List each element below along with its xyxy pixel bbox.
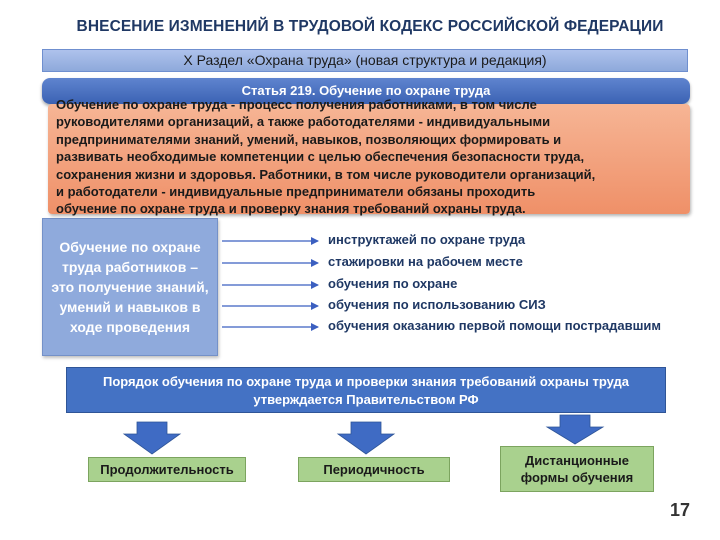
duration-box: Продолжительность — [88, 457, 246, 482]
definition-line: сохранения жизни и здоровья. Работники, … — [56, 166, 596, 182]
down-arrow-1 — [122, 421, 182, 455]
down-arrow-2 — [336, 421, 396, 455]
training-item: стажировки на рабочем месте — [328, 254, 523, 269]
slide-title: ВНЕСЕНИЕ ИЗМЕНЕНИЙ В ТРУДОВОЙ КОДЕКС РОС… — [76, 18, 664, 35]
definition-line: и работодатели - индивидуальные предприн… — [56, 184, 536, 200]
page-number: 17 — [670, 500, 691, 520]
training-item: обучения по использованию СИЗ — [328, 297, 546, 312]
training-item: обучения оказанию первой помощи пострада… — [328, 318, 662, 333]
periodicity-label: Периодичность — [323, 462, 425, 477]
periodicity-box: Периодичность — [298, 457, 450, 482]
definition-line: руководителями организаций, а также рабо… — [56, 114, 551, 130]
section-header: X Раздел «Охрана труда» (новая структура… — [42, 49, 688, 72]
duration-label: Продолжительность — [100, 462, 234, 477]
remote-training-box: Дистанционные формы обучения — [500, 446, 654, 492]
remote-training-label-2: формы обучения — [520, 470, 634, 485]
article-header: Статья 219. Обучение по охране труда — [42, 78, 690, 104]
procedure-line: Порядок обучения по охране труда и прове… — [102, 374, 630, 389]
definition-line: предпринимателями знаний, умений, навыко… — [56, 131, 562, 147]
training-definition-box: Обучение по охране труда работников – эт… — [42, 218, 218, 356]
training-item: инструктажей по охране труда — [328, 232, 526, 247]
training-item: обучения по охране — [328, 276, 458, 291]
procedure-line: утверждается Правительством РФ — [253, 392, 479, 407]
down-arrow-3 — [545, 414, 605, 445]
definition-box — [48, 104, 690, 214]
definition-line: Обучение по охране труда - процесс получ… — [56, 97, 537, 112]
definition-line: развивать необходимые компетенции с цель… — [56, 149, 585, 165]
definition-text: Обучение по охране труда - процесс получ… — [56, 96, 692, 218]
training-definition-text: Обучение по охране труда работников – эт… — [51, 239, 209, 335]
remote-training-label-1: Дистанционные — [525, 453, 629, 468]
definition-line: обучение по охране труда и проверку знан… — [56, 201, 526, 217]
procedure-banner: Порядок обучения по охране труда и прове… — [66, 367, 666, 413]
